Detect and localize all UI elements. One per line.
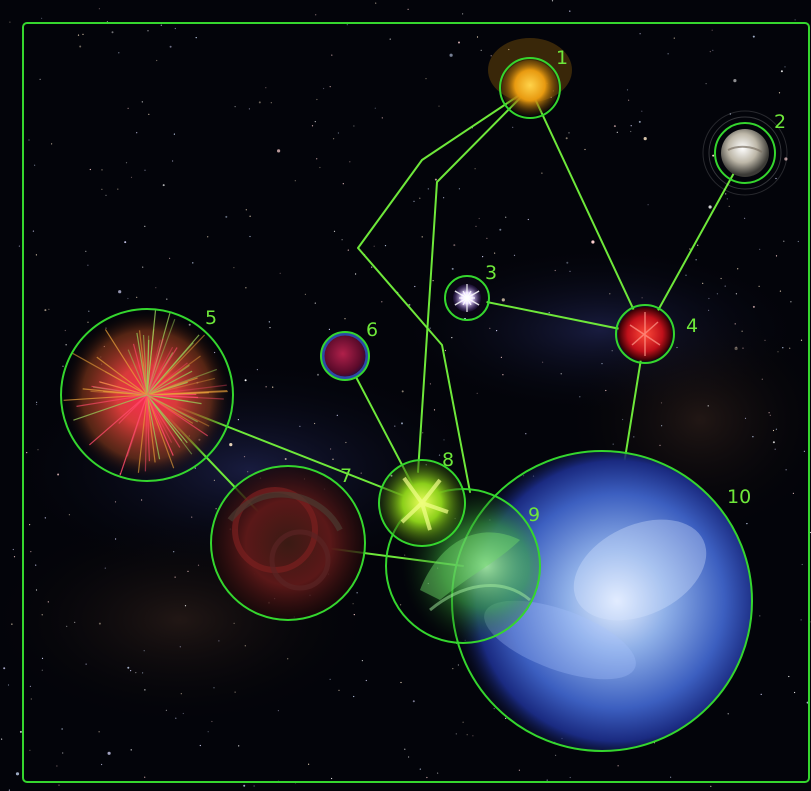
node-label: 8 — [442, 449, 454, 471]
node-5[interactable]: 5 — [60, 307, 234, 482]
node-8[interactable]: 8 — [378, 449, 466, 547]
node-label: 9 — [528, 504, 540, 526]
white-planet-icon — [721, 129, 769, 177]
node-label: 10 — [727, 486, 751, 508]
node-label: 5 — [205, 307, 217, 329]
node-label: 2 — [774, 111, 786, 133]
link-3-to-4 — [466, 297, 646, 335]
node-7[interactable]: 7 — [210, 465, 366, 621]
link-1-to-4 — [529, 87, 646, 335]
link-1-to-8 — [357, 87, 531, 493]
node-label: 3 — [485, 262, 497, 284]
node-4[interactable]: 4 — [615, 304, 698, 364]
node-2[interactable]: 2 — [702, 110, 788, 196]
map-frame — [22, 22, 810, 783]
node-label: 7 — [340, 465, 352, 487]
node-label: 4 — [686, 315, 698, 337]
node-3[interactable]: 3 — [444, 262, 497, 321]
dark-red-planet-icon — [321, 332, 369, 380]
golden-nebula-icon — [502, 60, 558, 116]
link-2-to-4 — [644, 152, 746, 335]
node-1[interactable]: 1 — [488, 38, 572, 119]
node-label: 6 — [366, 319, 378, 341]
node-6[interactable]: 6 — [320, 319, 378, 381]
node-label: 1 — [556, 47, 568, 69]
link-1-to-8-b — [417, 87, 531, 473]
